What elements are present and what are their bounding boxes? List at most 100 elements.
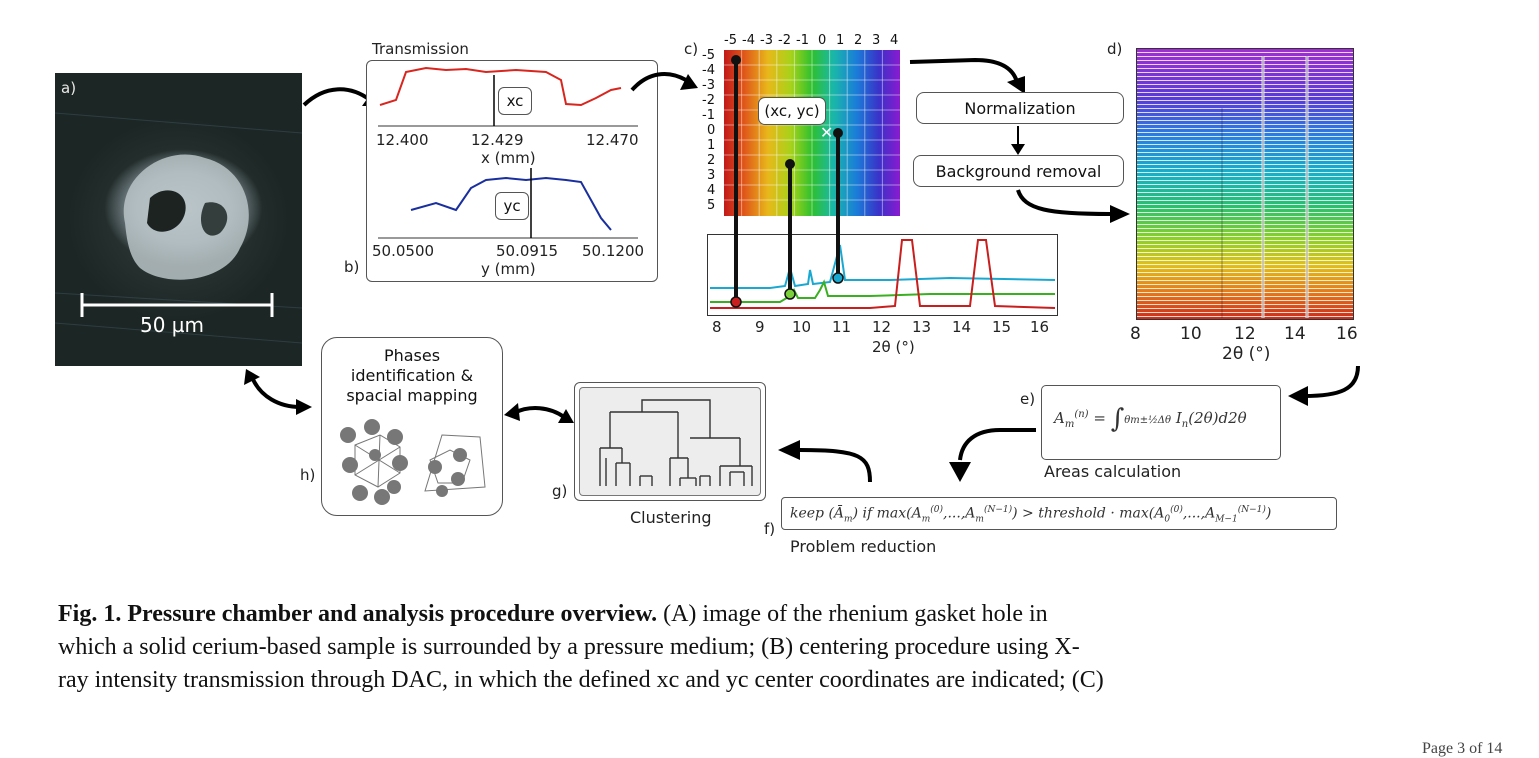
arrow-norm-to-bg	[1011, 126, 1025, 155]
figure-caption: Fig. 1. Pressure chamber and analysis pr…	[58, 598, 1479, 697]
caption-line-1-tail: (A) image of the rhenium gasket hole in	[663, 601, 1048, 627]
d-x-tick: 16	[1336, 324, 1358, 344]
c-row-tick: -5	[702, 48, 715, 63]
sample-hole	[55, 112, 302, 344]
c-col-tick: 0	[818, 33, 827, 48]
c-col-tick: 4	[890, 33, 899, 48]
center-label: (xc, yc)	[758, 97, 826, 125]
panel-f-formula-box: keep (Ām) if max(Am(0),...,Am(N−1)) > th…	[781, 497, 1337, 530]
c-x-tick: 8	[712, 318, 722, 336]
figure: a) 50 µm Transmission	[55, 33, 1364, 556]
panel-a-letter: a)	[61, 79, 77, 97]
b-xtick-2: 12.470	[586, 131, 639, 149]
c-x-tick: 16	[1030, 318, 1050, 336]
caption-line-1: Fig. 1. Pressure chamber and analysis pr…	[58, 598, 1479, 631]
c-col-tick: -4	[742, 33, 755, 48]
panel-d-letter: d)	[1107, 40, 1123, 58]
b-xlabel: x (mm)	[481, 149, 536, 167]
c-col-tick: 2	[854, 33, 863, 48]
caption-line-2: which a solid cerium-based sample is sur…	[58, 634, 1080, 660]
c-x-tick: 12	[872, 318, 892, 336]
c-row-tick: 4	[707, 183, 716, 198]
panel-f-letter: f)	[764, 520, 776, 538]
c-row-tick: 0	[707, 123, 716, 138]
panel-h-letter: h)	[300, 466, 316, 484]
c-x-tick: 9	[755, 318, 765, 336]
svg-text:✕: ✕	[820, 123, 833, 142]
panel-e-caption: Areas calculation	[1044, 462, 1182, 481]
arrow-c-to-norm	[909, 57, 1025, 94]
b-ytick-2: 50.1200	[582, 242, 645, 260]
c-col-tick: -1	[796, 33, 809, 48]
d-x-tick: 12	[1234, 324, 1256, 344]
panel-h-title-3: spacial mapping	[346, 386, 478, 405]
c-x-tick: 11	[832, 318, 852, 336]
c-row-tick: -4	[702, 63, 715, 78]
c-x-label: 2θ (°)	[872, 338, 915, 356]
center-label-text: (xc, yc)	[764, 102, 820, 120]
c-x-ticks: 8 9 10 11 12 13 14 15 16	[700, 318, 1070, 338]
panel-g	[574, 382, 766, 501]
b-xtick-0: 12.400	[376, 131, 429, 149]
d-x-tick: 14	[1284, 324, 1306, 344]
page-footer: Page 3 of 14	[1422, 740, 1503, 757]
b-ytick-0: 50.0500	[372, 242, 435, 260]
b-ylabel: y (mm)	[481, 260, 536, 278]
step-background-removal: Background removal	[913, 155, 1124, 187]
step-normalization-label: Normalization	[964, 98, 1076, 118]
c-col-tick: -5	[724, 33, 737, 48]
arrow-f-to-g	[778, 440, 872, 483]
dendrogram	[599, 399, 753, 486]
x-scan-curve	[379, 66, 622, 107]
crystal-structures	[340, 419, 486, 505]
area-formula: Am(n) = ∫θm±½Δθ In(2θ)d2θ	[1054, 404, 1247, 434]
panel-g-caption: Clustering	[630, 508, 712, 527]
y-scan-curve	[410, 176, 612, 231]
c-col-tick: -2	[778, 33, 791, 48]
c-col-tick: -3	[760, 33, 773, 48]
arrow-b-to-c	[630, 72, 698, 92]
b-xtick-1: 12.429	[471, 131, 524, 149]
c-x-tick: 15	[992, 318, 1012, 336]
c-row-tick: -2	[702, 93, 715, 108]
panel-c-letter: c)	[684, 40, 699, 58]
panel-h-title-1: Phases	[383, 346, 441, 365]
c-row-tick: -3	[702, 78, 715, 93]
arrow-e-to-f	[949, 428, 1036, 482]
xc-marker-label: xc	[506, 92, 524, 110]
caption-line-3: ray intensity transmission through DAC, …	[58, 667, 1104, 693]
caption-fig-label: Fig. 1. Pressure chamber and analysis pr…	[58, 601, 658, 627]
panel-c-pattern-lines	[710, 55, 1056, 309]
c-row-tick: -1	[702, 108, 715, 123]
yc-marker-label: yc	[503, 197, 521, 215]
c-col-ticks: -5 -4 -3 -2 -1 0 1 2 3 4	[722, 33, 902, 48]
panel-c-grid: ✕	[724, 50, 900, 216]
reduction-formula: keep (Ām) if max(Am(0),...,Am(N−1)) > th…	[790, 505, 1272, 525]
panel-b-letter: b)	[344, 258, 360, 276]
panel-e-formula-box: Am(n) = ∫θm±½Δθ In(2θ)d2θ	[1041, 385, 1281, 460]
arrow-bg-to-d	[1016, 189, 1130, 223]
panel-f-caption: Problem reduction	[790, 537, 937, 556]
scale-bar	[80, 293, 274, 317]
b-ytick-1: 50.0915	[496, 242, 559, 260]
panel-b-title: Transmission	[372, 40, 469, 58]
arrow-g-h	[504, 403, 574, 423]
step-background-label: Background removal	[935, 161, 1102, 181]
c-row-tick: 2	[707, 153, 716, 168]
transmission-plots	[378, 66, 638, 239]
c-row-tick: 5	[707, 198, 716, 213]
scale-bar-label: 50 µm	[140, 313, 205, 337]
c-x-tick: 14	[952, 318, 972, 336]
c-x-tick: 10	[792, 318, 812, 336]
c-row-tick: 1	[707, 138, 716, 153]
c-x-tick: 13	[912, 318, 932, 336]
d-x-ticks: 8 10 12 14 16	[1124, 324, 1364, 344]
panel-g-letter: g)	[552, 482, 568, 500]
c-col-tick: 3	[872, 33, 881, 48]
panel-e-letter: e)	[1020, 390, 1036, 408]
yc-marker: yc	[495, 192, 529, 220]
panel-h: Phases identification & spacial mapping	[321, 337, 503, 516]
panel-d-peaks	[1221, 56, 1309, 318]
xc-marker: xc	[498, 87, 532, 115]
panel-h-title-2: identification &	[350, 366, 474, 385]
